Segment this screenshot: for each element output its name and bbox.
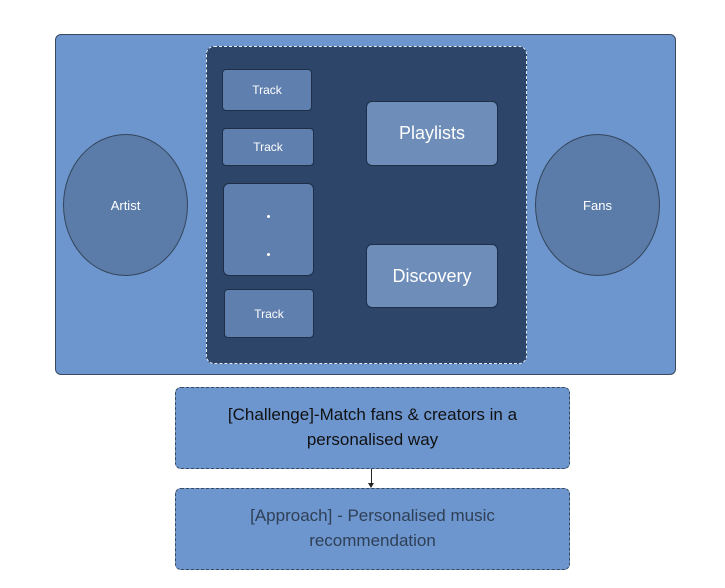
track-node: Track bbox=[224, 289, 314, 338]
track-label: Track bbox=[252, 83, 282, 97]
playlists-label: Playlists bbox=[398, 123, 465, 143]
ellipsis-tracks-node bbox=[223, 183, 314, 276]
discovery-node: Discovery bbox=[366, 244, 498, 308]
challenge-box: [Challenge]-Match fans & creators in a p… bbox=[175, 387, 570, 469]
challenge-text: [Challenge]-Match fans & creators in a p… bbox=[227, 405, 518, 449]
artist-node: Artist bbox=[63, 134, 188, 276]
playlists-node: Playlists bbox=[366, 101, 498, 166]
connector-line bbox=[371, 469, 372, 485]
fans-label: Fans bbox=[583, 197, 612, 213]
track-node: Track bbox=[222, 69, 312, 111]
fans-node: Fans bbox=[535, 134, 660, 276]
artist-label: Artist bbox=[110, 197, 141, 213]
approach-text: [Approach] - Personalised music recommen… bbox=[250, 506, 495, 550]
arrowhead-icon bbox=[368, 483, 374, 488]
track-label: Track bbox=[254, 306, 284, 321]
approach-box: [Approach] - Personalised music recommen… bbox=[175, 488, 570, 570]
discovery-label: Discovery bbox=[392, 265, 472, 286]
track-label: Track bbox=[253, 140, 283, 154]
ellipsis-dot bbox=[267, 253, 270, 256]
ellipsis-dot bbox=[267, 215, 270, 218]
track-node: Track bbox=[222, 128, 314, 166]
